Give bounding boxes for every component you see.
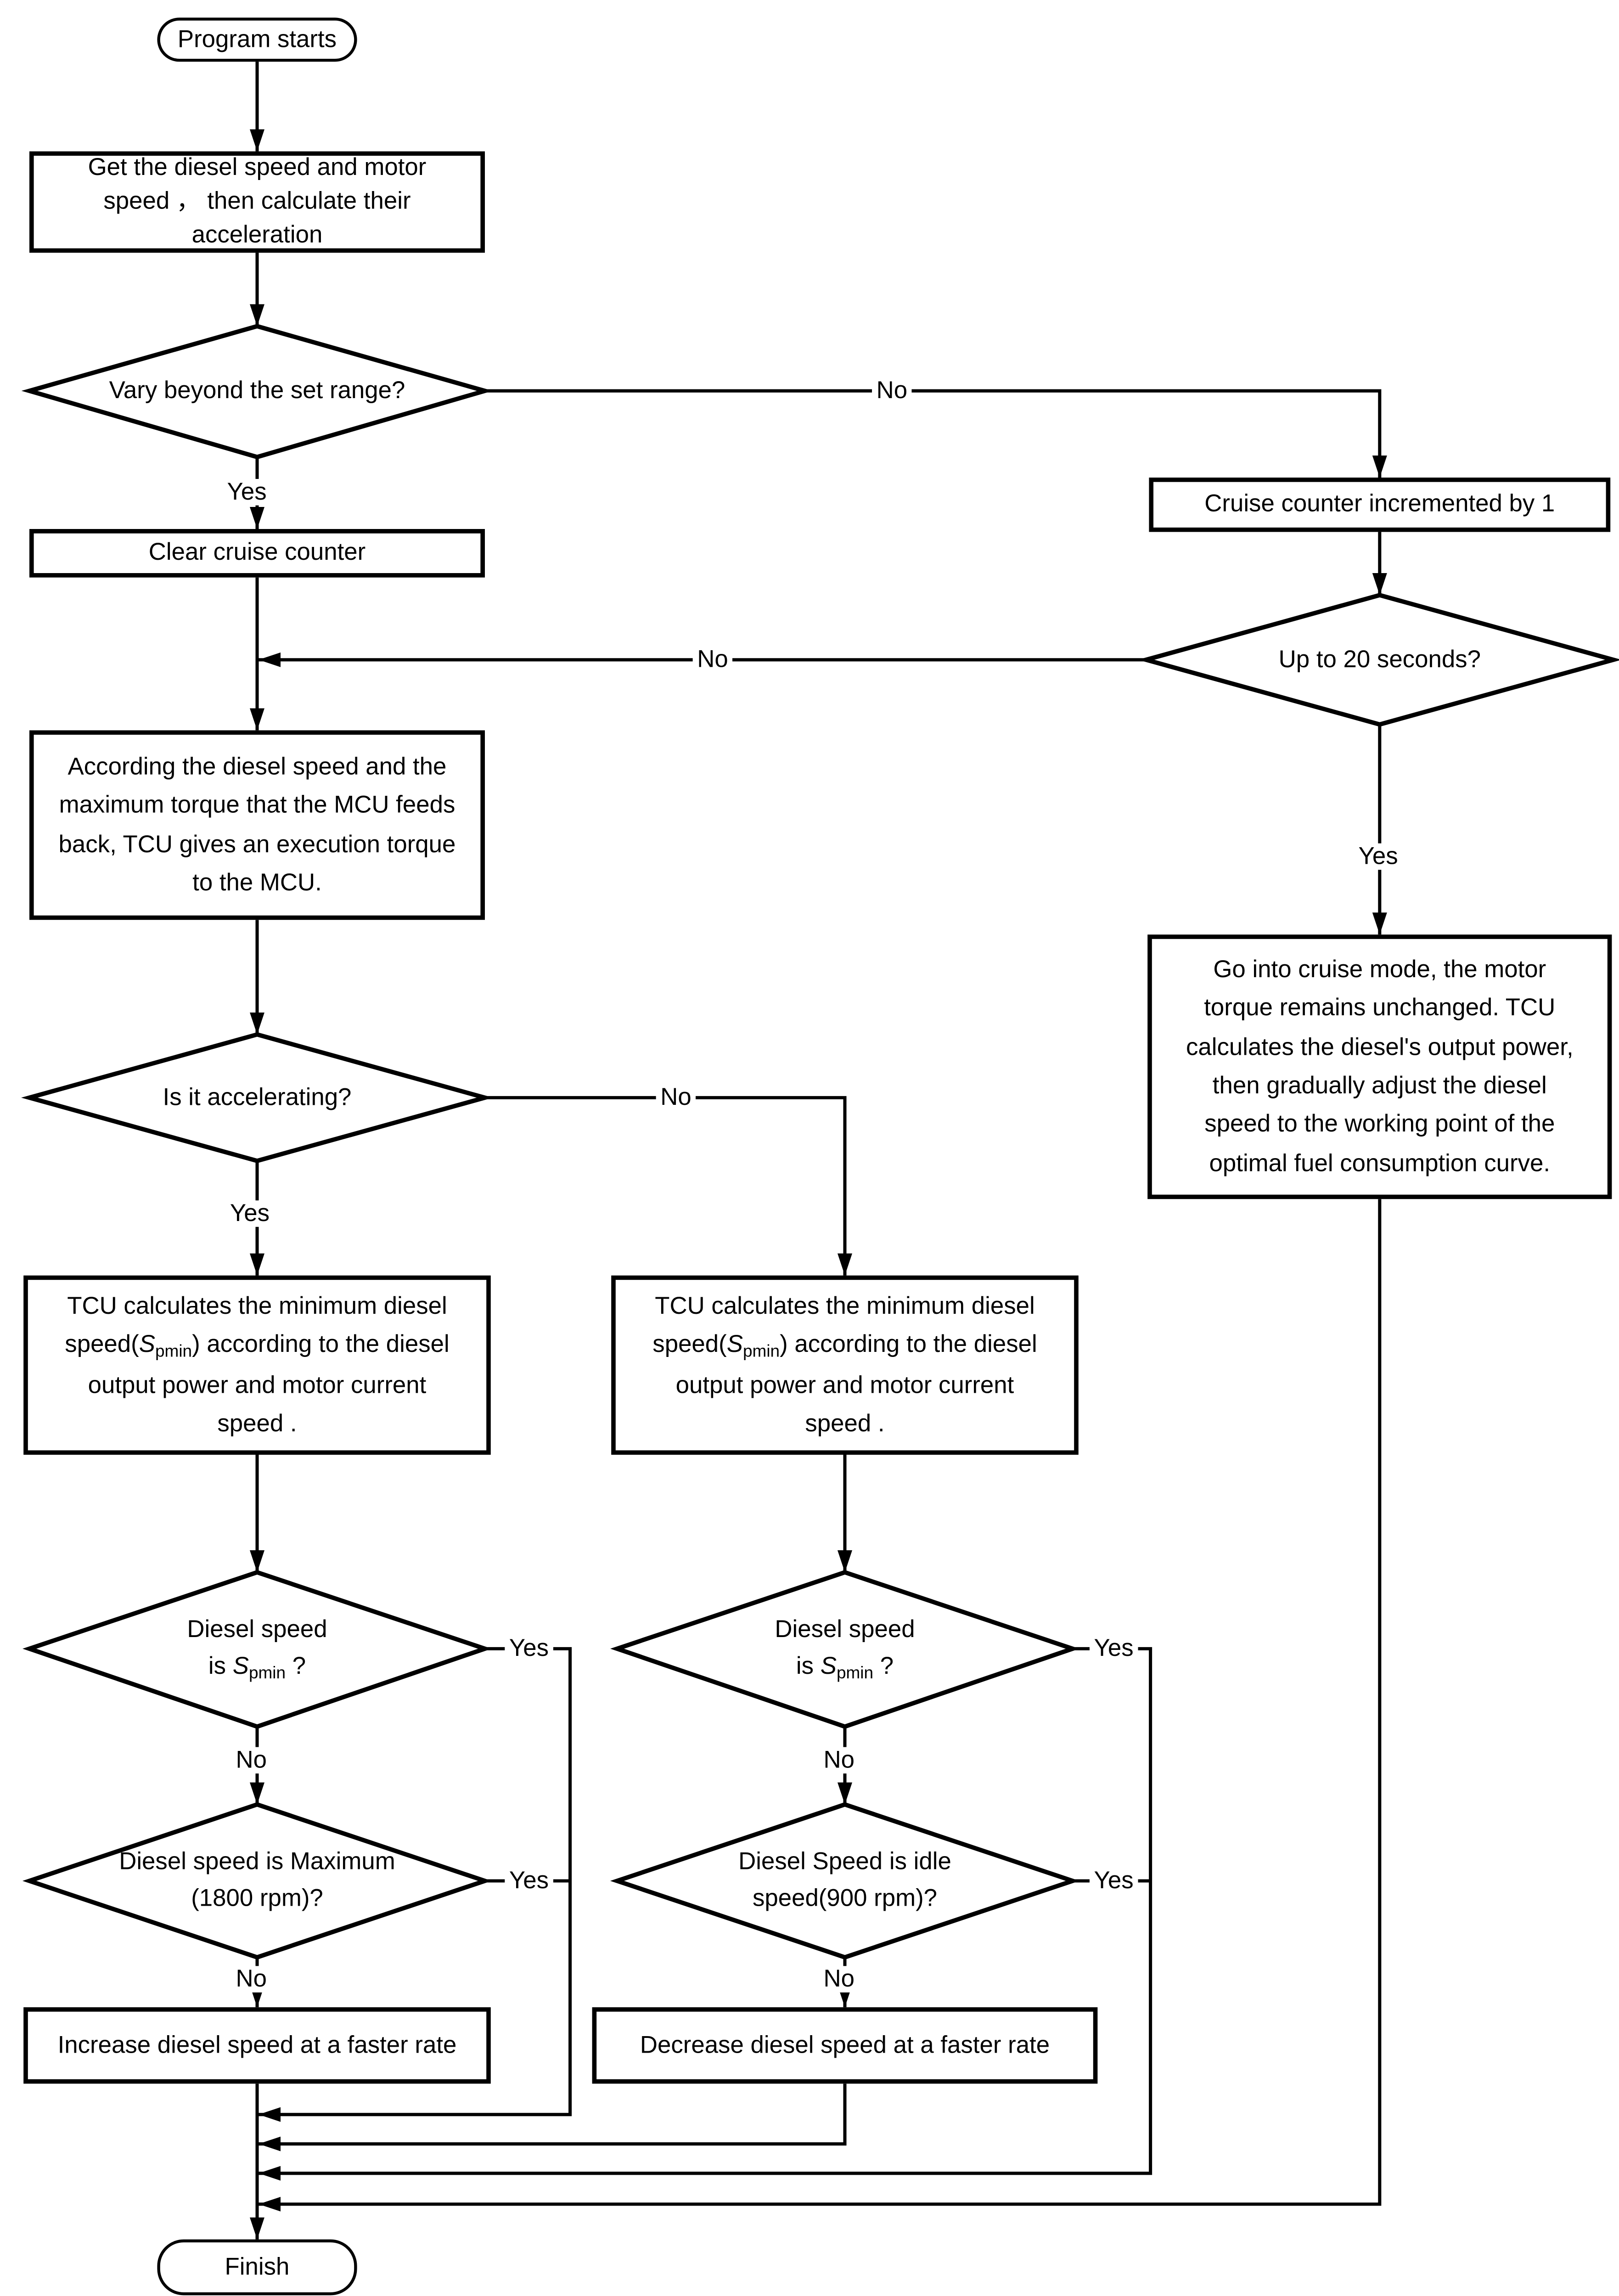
process-according-torque: According the diesel speed and the maxim… [29, 730, 485, 920]
decision-spmin-left-label: Diesel speed is Spmin ? [29, 1572, 485, 1727]
start-terminal: Program starts [157, 17, 357, 62]
spmin-right-line2: is Spmin ? [796, 1652, 894, 1683]
decision-idle-speed-shape [610, 1802, 1080, 1960]
decision-idle-speed-label: Diesel Speed is idle speed(900 rpm)? [738, 1849, 951, 1912]
label-accel-yes: Yes [225, 1200, 274, 1227]
edge-vary-no [485, 389, 1387, 478]
process-tcu-min-speed-left: TCU calculates the minimum diesel speed(… [23, 1275, 491, 1455]
label-max-no: No [231, 1966, 271, 1993]
process-tcu-min-speed-right: TCU calculates the minimum diesel speed(… [611, 1275, 1079, 1455]
label-max-yes: Yes [505, 1867, 553, 1895]
decision-max-speed-shape [22, 1802, 492, 1960]
label-vary-yes: Yes [222, 478, 271, 506]
process-decrease-speed: Decrease diesel speed at a faster rate [592, 2007, 1098, 2084]
decision-accelerating-label: Is it accelerating? [163, 1084, 352, 1110]
decision-timeout-shape [1138, 593, 1619, 727]
label-vary-no: No [872, 377, 912, 405]
decision-accelerating-shape [21, 1032, 493, 1163]
decision-spmin-right-label: Diesel speed is Spmin ? [617, 1572, 1073, 1727]
label-accel-no: No [656, 1084, 696, 1111]
decision-spmin-right-shape [610, 1570, 1079, 1729]
label-timeout-no: No [692, 646, 733, 673]
label-timeout-yes: Yes [1354, 843, 1403, 870]
label-spmin-right-yes: Yes [1089, 1635, 1138, 1662]
label-spmin-left-no: No [231, 1747, 271, 1774]
edge-decrease-to-merge [259, 2083, 847, 2151]
label-spmin-right-no: No [819, 1747, 859, 1774]
decision-max-speed-label: Diesel speed is Maximum (1800 rpm)? [119, 1849, 395, 1912]
decision-vary-label: Vary beyond the set range? [109, 377, 405, 405]
process-increase-speed: Increase diesel speed at a faster rate [23, 2007, 491, 2084]
process-cruise-mode: Go into cruise mode, the motor torque re… [1147, 934, 1612, 1199]
decision-timeout-label: Up to 20 seconds? [1278, 646, 1481, 673]
label-spmin-left-yes: Yes [505, 1635, 553, 1662]
finish-terminal: Finish [157, 2239, 357, 2296]
process-get-speed: Get the diesel speed and motor speed ， t… [29, 151, 485, 253]
decision-vary-shape [21, 324, 493, 460]
decision-spmin-left-shape [22, 1570, 492, 1729]
tcu-left-spmin-line: speed(Spmin) according to the diesel [65, 1331, 450, 1361]
process-clear-counter: Clear cruise counter [29, 529, 485, 578]
spmin-left-line2: is Spmin ? [208, 1652, 306, 1683]
tcu-right-spmin-line: speed(Spmin) according to the diesel [652, 1331, 1037, 1361]
label-idle-no: No [819, 1966, 859, 1993]
edge-accel-no [485, 1096, 853, 1276]
label-idle-yes: Yes [1089, 1867, 1138, 1895]
process-cruise-counter: Cruise counter incremented by 1 [1149, 478, 1611, 532]
edge-cruisemode-to-merge [259, 1199, 1382, 2212]
